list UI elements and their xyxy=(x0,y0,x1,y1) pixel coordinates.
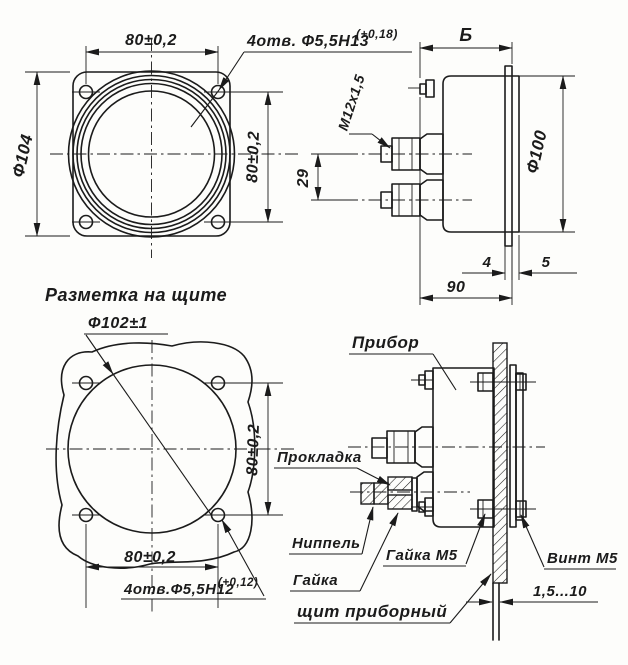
screw-m5-label: Винт М5 xyxy=(547,550,618,567)
nut-label: Гайка xyxy=(293,572,338,589)
panel-dim-right-label: 80±0,2 xyxy=(244,424,263,476)
panel-thickness-label: 1,5...10 xyxy=(533,583,587,600)
side-thread-label: М12х1,5 xyxy=(335,72,368,132)
side-dim-ports-29: 29 xyxy=(295,153,352,201)
instrument-panel-label: щит приборный xyxy=(297,602,447,621)
side-dim-diameter-100: Ф100 xyxy=(519,75,575,233)
assembly-callout-device: Прибор xyxy=(349,333,457,391)
nipple-label: Ниппель xyxy=(292,535,361,552)
front-dim-top-label: 80±0,2 xyxy=(125,32,177,49)
assembly-callout-panel: щит приборный xyxy=(294,573,492,624)
side-dim-total-depth-label: 90 xyxy=(447,279,466,296)
panel-holes-label: 4отв.Ф5,5Н12 xyxy=(123,581,234,598)
side-dim-4-5: 4 5 xyxy=(462,235,577,280)
front-holes-callout: 4отв. Ф5,5Н13 (+0,18) xyxy=(190,27,412,128)
nipple-pipe-end xyxy=(360,482,375,505)
side-dim-back-label: 5 xyxy=(542,254,551,271)
nipple-body xyxy=(373,482,389,505)
panel-holes-tolerance: (+0,12) xyxy=(218,577,258,589)
nut-m5-label: Гайка М5 xyxy=(386,547,458,564)
assembly-flange-behind-panel xyxy=(509,364,524,528)
side-dim-depth-b: Б xyxy=(419,25,513,78)
assembly-centerlines xyxy=(348,446,545,493)
panel-marking-view: Разметка на щите Ф102±1 80±0,2 80±0,2 4о… xyxy=(45,285,296,614)
assembly-callout-nut: Гайка xyxy=(290,512,399,592)
assembly-fitting-upper xyxy=(371,426,434,468)
side-dim-flange-label: 4 xyxy=(482,254,492,271)
union-nut-top-section xyxy=(387,476,413,491)
side-thread-callout: М12х1,5 xyxy=(335,72,391,149)
device-label: Прибор xyxy=(352,333,419,352)
side-stud-head xyxy=(425,79,435,98)
side-dim-90: 90 xyxy=(419,97,513,305)
side-case xyxy=(408,65,520,247)
union-nut-bottom-section xyxy=(387,494,413,510)
assembly-panel xyxy=(492,342,508,641)
front-view: 80±0,2 Ф104 80±0,2 4отв. Ф5,5Н13 (+0,18) xyxy=(8,27,412,258)
front-centerlines xyxy=(50,38,298,258)
assembly-view: Прибор Прокладка Ниппель Гайка Гайка М5 … xyxy=(274,333,618,641)
assembly-dim-panel-thickness: 1,5...10 xyxy=(466,583,598,606)
front-dim-height-right: 80±0,2 xyxy=(228,91,283,223)
assembly-screw-bottom xyxy=(470,499,536,519)
panel-centerlines xyxy=(46,340,296,614)
panel-holes-callout: 4отв.Ф5,5Н12 (+0,12) xyxy=(121,519,266,600)
side-dim-spacing-label: 29 xyxy=(295,169,312,189)
panel-dim-bottom-label: 80±0,2 xyxy=(124,549,176,566)
side-flange xyxy=(504,65,513,247)
assembly-callout-gasket: Прокладка xyxy=(274,449,391,486)
panel-sheet-outline xyxy=(55,341,256,569)
panel-cutout-callout: Ф102±1 xyxy=(84,315,213,517)
side-centerlines xyxy=(345,153,472,201)
assembly-callout-screw-m5: Винт М5 xyxy=(520,514,618,570)
assembly-callout-nut-m5: Гайка М5 xyxy=(383,513,486,567)
panel-dim-width-bottom: 80±0,2 xyxy=(85,524,219,608)
side-dim-depth-label: Б xyxy=(459,25,472,45)
instrument-panel-section xyxy=(492,342,508,584)
front-mounting-holes xyxy=(72,84,232,230)
front-dim-right-label: 80±0,2 xyxy=(244,131,263,183)
front-dim-diameter-label: Ф104 xyxy=(8,132,36,179)
panel-view-title: Разметка на щите xyxy=(45,285,227,305)
assembly-screw-top xyxy=(470,372,536,392)
front-holes-label: 4отв. Ф5,5Н13 xyxy=(246,33,369,50)
front-holes-tolerance: (+0,18) xyxy=(356,27,398,41)
panel-dim-height-right: 80±0,2 xyxy=(230,382,283,516)
gasket-label: Прокладка xyxy=(277,449,362,466)
side-view: М12х1,5 Б 29 Ф100 4 5 90 xyxy=(295,25,577,305)
assembly-callout-nipple: Ниппель xyxy=(289,506,374,555)
side-dim-diameter-label: Ф100 xyxy=(522,128,550,175)
assembly-fitting-lower-nipple xyxy=(360,471,434,512)
panel-cutout-label: Ф102±1 xyxy=(88,315,148,332)
assembly-body xyxy=(411,367,495,528)
front-dim-width-top: 80±0,2 xyxy=(85,32,219,84)
